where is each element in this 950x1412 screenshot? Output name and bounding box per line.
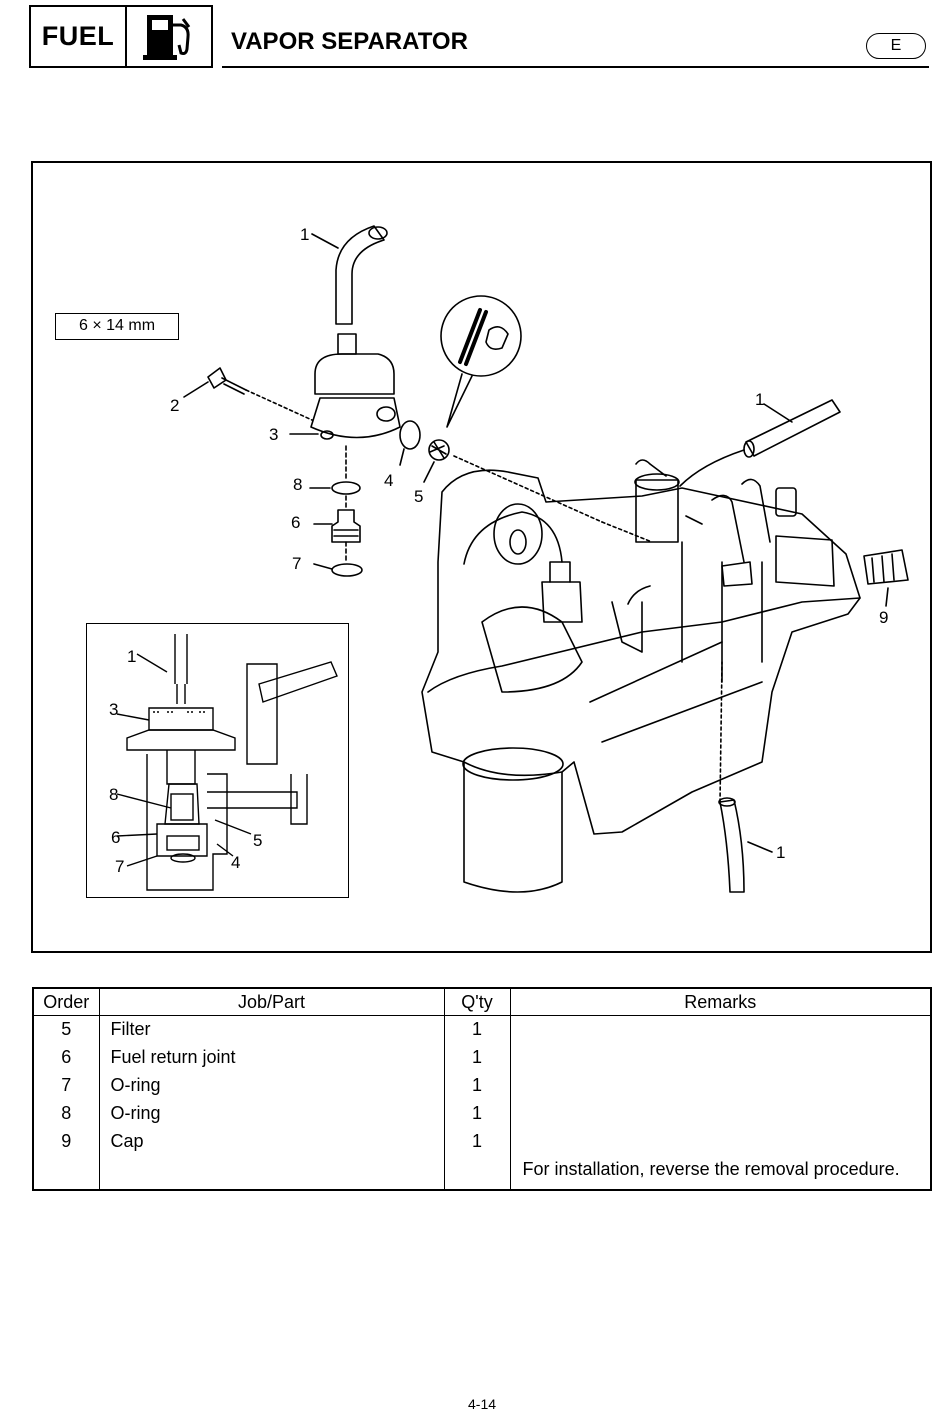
- inset-callout-filter: 5: [253, 832, 262, 849]
- row-part: Fuel return joint: [99, 1044, 444, 1072]
- table-row: 6 Fuel return joint 1: [33, 1044, 931, 1072]
- language-badge: E: [866, 33, 926, 59]
- callout-o-ring-upper: 8: [293, 476, 302, 493]
- callout-hose-bottom: 1: [776, 844, 785, 861]
- section-tab: FUEL: [29, 5, 213, 68]
- header-order: Order: [33, 988, 99, 1016]
- header-job-part: Job/Part: [99, 988, 444, 1016]
- row-qty: 1: [444, 1072, 510, 1100]
- row-part: O-ring: [99, 1100, 444, 1128]
- row-qty: 1: [444, 1044, 510, 1072]
- row-remarks: [510, 1072, 931, 1100]
- header-qty: Q'ty: [444, 988, 510, 1016]
- row-qty: 1: [444, 1128, 510, 1156]
- bolt-size-label: 6 × 14 mm: [55, 313, 179, 340]
- header-rule: [222, 66, 929, 68]
- row-qty: 1: [444, 1100, 510, 1128]
- callout-o-ring: 4: [384, 472, 393, 489]
- callout-hose: 1: [300, 226, 309, 243]
- row-part: O-ring: [99, 1072, 444, 1100]
- row-order: 9: [33, 1128, 99, 1156]
- row-order: 6: [33, 1044, 99, 1072]
- fuel-pump-icon: [127, 7, 211, 66]
- inset-callout-regulator: 3: [109, 701, 118, 718]
- section-label: FUEL: [31, 7, 127, 66]
- cross-section-drawing: [87, 624, 347, 896]
- callout-o-ring-lower: 7: [292, 555, 301, 572]
- row-order: 8: [33, 1100, 99, 1128]
- callout-hose-right: 1: [755, 391, 764, 408]
- cross-section-inset: 1 3 8 6 7 5 4: [86, 623, 349, 898]
- inset-callout-hose: 1: [127, 648, 136, 665]
- callout-cap: 9: [879, 609, 888, 626]
- row-order: 5: [33, 1016, 99, 1045]
- row-remarks: [510, 1100, 931, 1128]
- inset-callout-o-ring-lower: 7: [115, 858, 124, 875]
- callout-regulator: 3: [269, 426, 278, 443]
- table-header-row: Order Job/Part Q'ty Remarks: [33, 988, 931, 1016]
- table-row: 7 O-ring 1: [33, 1072, 931, 1100]
- row-part: Cap: [99, 1128, 444, 1156]
- installation-note: For installation, reverse the removal pr…: [510, 1156, 931, 1190]
- row-part: Filter: [99, 1016, 444, 1045]
- row-order: 7: [33, 1072, 99, 1100]
- callout-bolt: 2: [170, 397, 179, 414]
- inset-callout-o-ring-upper: 8: [109, 786, 118, 803]
- row-remarks: [510, 1128, 931, 1156]
- table-row: 8 O-ring 1: [33, 1100, 931, 1128]
- inset-callout-o-ring: 4: [231, 854, 240, 871]
- row-qty: 1: [444, 1016, 510, 1045]
- table-row-note: For installation, reverse the removal pr…: [33, 1156, 931, 1190]
- callout-joint: 6: [291, 514, 300, 531]
- page-title: VAPOR SEPARATOR: [231, 28, 468, 56]
- table-row: 9 Cap 1: [33, 1128, 931, 1156]
- table-row: 5 Filter 1: [33, 1016, 931, 1045]
- callout-filter: 5: [414, 488, 423, 505]
- page-number: 4-14: [468, 1396, 496, 1412]
- row-remarks: [510, 1044, 931, 1072]
- inset-callout-joint: 6: [111, 829, 120, 846]
- header-remarks: Remarks: [510, 988, 931, 1016]
- row-remarks: [510, 1016, 931, 1045]
- parts-table: Order Job/Part Q'ty Remarks 5 Filter 1 6…: [32, 987, 932, 1191]
